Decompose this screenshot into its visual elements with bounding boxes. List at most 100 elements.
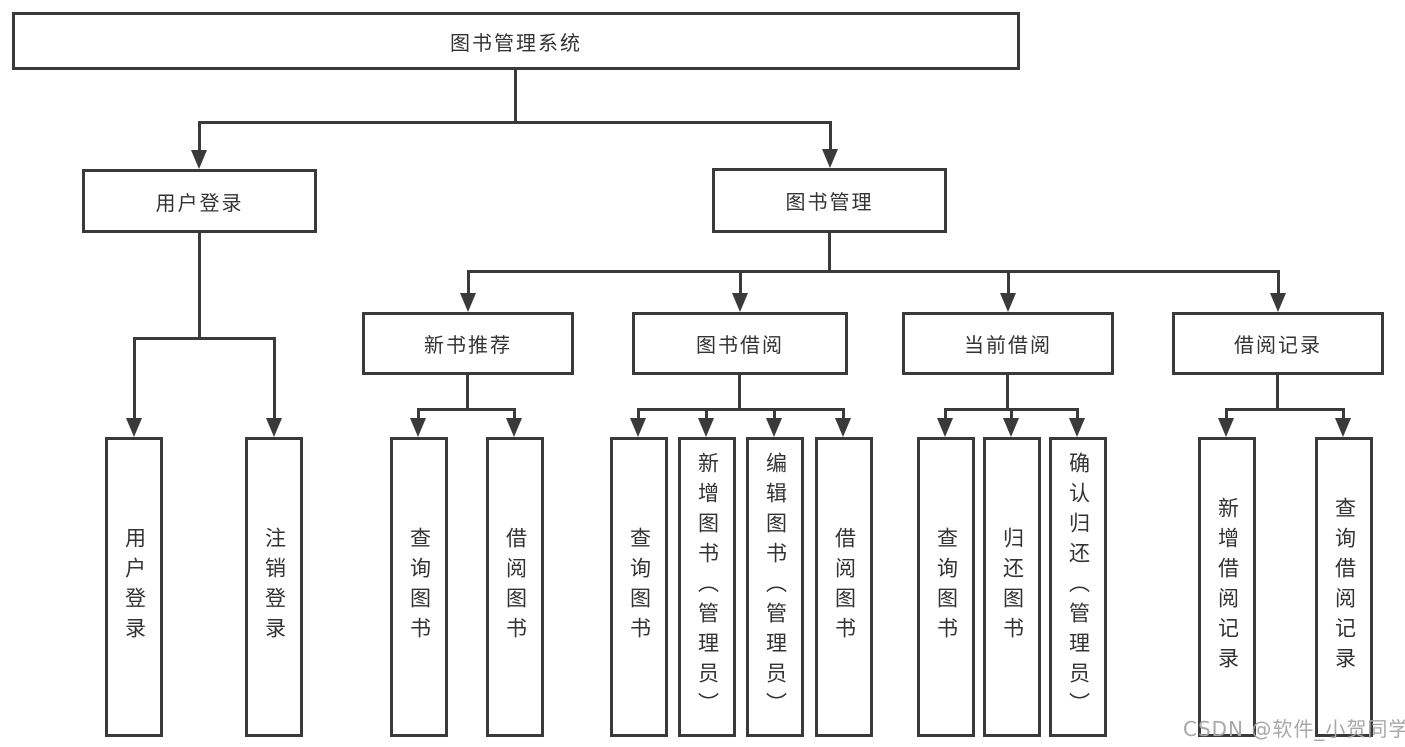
- node-leaf-query-book-1: 查询图书: [390, 437, 448, 737]
- arrow-to-book-borrow: [732, 270, 748, 312]
- arrow-stem: [704, 408, 708, 418]
- node-label: 新增图书（管理员）: [695, 452, 720, 722]
- node-book-borrow: 图书借阅: [632, 312, 848, 375]
- arrow-head-icon: [1069, 418, 1085, 437]
- arrow-to-edit-book: [766, 408, 782, 437]
- node-leaf-return-book: 归还图书: [983, 437, 1041, 737]
- arrow-stem: [272, 337, 276, 418]
- node-label: 查询图书: [627, 527, 652, 647]
- connector-book-borrow-trunk: [738, 375, 741, 408]
- arrow-to-query-book-3: [937, 408, 953, 437]
- connector-user-login-branch: [134, 337, 275, 340]
- arrow-to-confirm-return: [1069, 408, 1085, 437]
- arrow-head-icon: [266, 418, 282, 437]
- arrow-head-icon: [766, 418, 782, 437]
- connector-book-mgmt-trunk: [828, 233, 831, 270]
- arrow-to-query-record: [1335, 408, 1351, 437]
- arrow-head-icon: [506, 418, 522, 437]
- node-leaf-user-login: 用户登录: [105, 437, 163, 737]
- arrow-head-icon: [1218, 418, 1234, 437]
- node-label: 图书借阅: [696, 333, 784, 357]
- arrow-to-new-book: [460, 270, 476, 312]
- node-current-borrow: 当前借阅: [902, 312, 1114, 375]
- arrow-to-borrow-records: [1270, 270, 1286, 312]
- arrow-to-query-book-2: [630, 408, 646, 437]
- node-leaf-query-borrow-record: 查询借阅记录: [1315, 437, 1373, 737]
- arrow-stem: [416, 408, 420, 418]
- arrow-head-icon: [835, 418, 851, 437]
- arrow-stem: [466, 270, 470, 293]
- arrow-stem: [828, 121, 832, 149]
- arrow-stem: [197, 121, 201, 150]
- node-root-library-system: 图书管理系统: [12, 12, 1020, 70]
- arrow-stem: [1276, 270, 1280, 293]
- connector-user-login-trunk: [198, 233, 201, 337]
- arrow-to-query-book-1: [410, 408, 426, 437]
- csdn-watermark: CSDN @软件_小贺同学: [1183, 717, 1405, 741]
- arrow-head-icon: [191, 150, 207, 169]
- node-label: 新书推荐: [424, 333, 512, 357]
- node-label: 编辑图书（管理员）: [763, 452, 788, 722]
- node-label: 图书管理系统: [450, 30, 582, 55]
- arrow-head-icon: [460, 293, 476, 312]
- arrow-head-icon: [126, 418, 142, 437]
- node-leaf-add-book-admin: 新增图书（管理员）: [678, 437, 736, 737]
- connector-level3-branch: [468, 270, 1280, 273]
- node-label: 查询图书: [407, 527, 432, 647]
- arrow-to-current-borrow: [1000, 270, 1016, 312]
- node-label: 当前借阅: [964, 333, 1052, 357]
- node-label: 查询借阅记录: [1332, 497, 1357, 677]
- arrow-to-return-book: [1003, 408, 1019, 437]
- arrow-head-icon: [1335, 418, 1351, 437]
- arrow-head-icon: [1003, 418, 1019, 437]
- arrow-stem: [1075, 408, 1079, 418]
- arrow-stem: [512, 408, 516, 418]
- connector-borrow-records-trunk: [1276, 375, 1279, 408]
- node-label: 新增借阅记录: [1215, 497, 1240, 677]
- arrow-to-book-management: [822, 121, 838, 168]
- arrow-stem: [1341, 408, 1345, 418]
- node-user-login: 用户登录: [82, 169, 317, 233]
- arrow-head-icon: [630, 418, 646, 437]
- arrow-stem: [1009, 408, 1013, 418]
- arrow-stem: [1224, 408, 1228, 418]
- arrow-to-borrow-book-1: [506, 408, 522, 437]
- arrow-to-logout: [266, 337, 282, 437]
- arrow-head-icon: [1270, 293, 1286, 312]
- node-leaf-query-book-2: 查询图书: [610, 437, 668, 737]
- connector-root-trunk: [514, 70, 517, 121]
- arrow-head-icon: [937, 418, 953, 437]
- node-label: 确认归还（管理员）: [1066, 452, 1091, 722]
- node-book-management: 图书管理: [712, 168, 947, 233]
- arrow-to-add-book: [698, 408, 714, 437]
- connector-current-borrow-trunk: [1006, 375, 1009, 408]
- arrow-head-icon: [698, 418, 714, 437]
- arrow-stem: [738, 270, 742, 293]
- node-leaf-add-borrow-record: 新增借阅记录: [1198, 437, 1256, 737]
- node-leaf-edit-book-admin: 编辑图书（管理员）: [746, 437, 804, 737]
- node-label: 借阅记录: [1234, 333, 1322, 357]
- node-label: 注销登录: [262, 527, 287, 647]
- arrow-stem: [841, 408, 845, 418]
- node-label: 用户登录: [122, 527, 147, 647]
- arrow-to-add-record: [1218, 408, 1234, 437]
- connector-level2-branch: [199, 121, 831, 124]
- arrow-stem: [636, 408, 640, 418]
- arrow-head-icon: [822, 149, 838, 168]
- connector-book-borrow-branch: [638, 408, 844, 411]
- arrow-to-login: [126, 337, 142, 437]
- node-label: 图书管理: [785, 190, 874, 214]
- connector-new-book-branch: [418, 408, 516, 411]
- arrow-head-icon: [732, 293, 748, 312]
- arrow-stem: [132, 337, 136, 418]
- node-leaf-confirm-return-admin: 确认归还（管理员）: [1049, 437, 1107, 737]
- arrow-stem: [1006, 270, 1010, 293]
- node-label: 用户登录: [155, 190, 244, 215]
- connector-new-book-trunk: [466, 375, 469, 408]
- node-borrow-records: 借阅记录: [1172, 312, 1384, 375]
- node-label: 归还图书: [1000, 527, 1025, 647]
- arrow-to-user-login: [191, 121, 207, 169]
- node-label: 借阅图书: [832, 527, 857, 647]
- arrow-stem: [943, 408, 947, 418]
- node-leaf-borrow-book-1: 借阅图书: [486, 437, 544, 737]
